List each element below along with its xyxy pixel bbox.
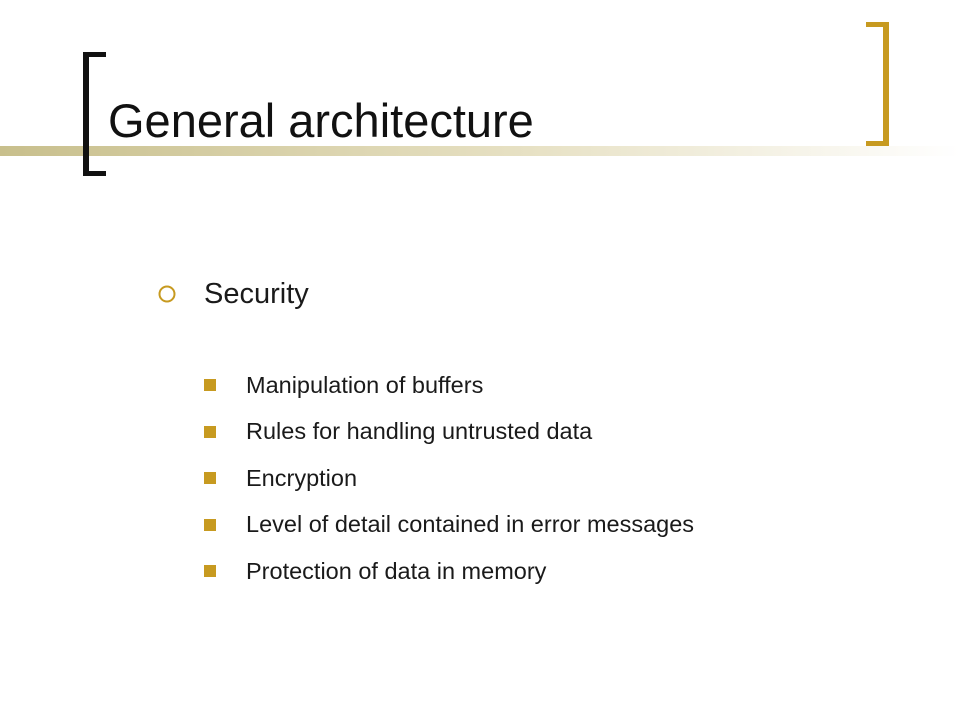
square-bullet-icon [204,379,216,392]
title-underline-gradient [0,146,960,156]
bullet-security: Security [156,272,936,316]
square-bullet-icon [204,472,216,485]
sub-bullet-text: Rules for handling untrusted data [246,418,593,445]
sub-bullet-item: Rules for handling untrusted data [204,409,936,456]
left-bracket-icon [83,52,106,176]
sub-bullet-item: Protection of data in memory [204,548,936,595]
sub-bullet-text: Level of detail contained in error messa… [246,511,695,538]
sub-bullet-text: Encryption [246,464,358,491]
sub-bullet-item: Level of detail contained in error messa… [204,502,936,549]
right-bracket-icon [866,22,889,146]
ring-bullet-icon [158,285,176,303]
sub-bullet-text: Protection of data in memory [246,557,547,584]
sub-bullet-item: Encryption [204,455,936,502]
sub-bullet-item: Manipulation of buffers [204,362,936,409]
square-bullet-icon [204,518,216,531]
square-bullet-icon [204,425,216,438]
slide-title: General architecture [108,94,534,147]
bullet-text: Security [204,277,309,310]
sub-bullet-list: Manipulation of buffers Rules for handli… [156,362,936,595]
slide-content: Security Manipulation of buffers Rules f… [156,272,936,595]
sub-bullet-text: Manipulation of buffers [246,371,484,398]
square-bullet-icon [204,565,216,578]
